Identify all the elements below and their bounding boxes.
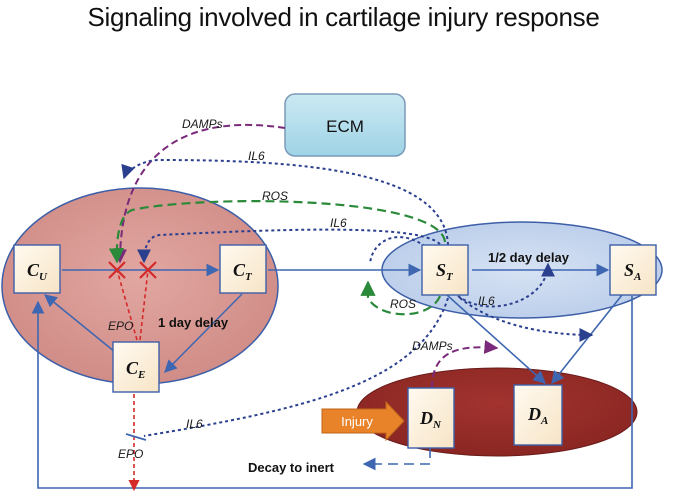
injury-arrow: Injury bbox=[321, 400, 405, 442]
label-il6-mid: IL6 bbox=[330, 216, 347, 230]
node-dn: DN bbox=[407, 387, 455, 449]
epo-inhibit-1b bbox=[108, 261, 126, 279]
arrow-ct-ce bbox=[164, 293, 243, 373]
node-sa: SA bbox=[609, 244, 657, 296]
diagram-title: Signaling involved in cartilage injury r… bbox=[87, 2, 600, 32]
label-one-day-delay: 1 day delay bbox=[158, 315, 229, 330]
il6-loop-st-sa bbox=[457, 262, 555, 308]
damps-ecm-to-cartilage bbox=[113, 123, 286, 264]
arrow-st-da bbox=[446, 294, 546, 384]
svg-text:CT: CT bbox=[233, 260, 253, 283]
svg-text:DN: DN bbox=[419, 408, 442, 431]
label-epo-bottom: EPO bbox=[118, 447, 143, 461]
ros-st-loop bbox=[360, 280, 442, 316]
node-da: DA bbox=[513, 384, 563, 446]
ros-st-to-cartilage bbox=[108, 200, 447, 264]
il6-st-left-curl bbox=[369, 236, 431, 265]
epo-ce-up-left bbox=[116, 269, 138, 341]
ecm-label: ECM bbox=[326, 117, 364, 136]
node-ct: CT bbox=[219, 244, 267, 294]
ecm-box bbox=[284, 93, 406, 157]
injury-label: Injury bbox=[341, 414, 373, 429]
epo-ce-up-right bbox=[139, 269, 149, 341]
il6-st-to-damage bbox=[459, 297, 594, 342]
label-ros-right: ROS bbox=[390, 297, 416, 311]
svg-text:SA: SA bbox=[624, 260, 641, 283]
decay-label: Decay to inert bbox=[248, 460, 335, 475]
label-epo-mid: EPO bbox=[108, 319, 133, 333]
svg-text:ST: ST bbox=[436, 260, 454, 283]
label-damps-top: DAMPs bbox=[182, 117, 223, 131]
il6-st-to-cartilage-mid bbox=[137, 228, 441, 264]
node-cu: CU bbox=[13, 244, 61, 294]
label-il6-top: IL6 bbox=[248, 149, 265, 163]
svg-text:CE: CE bbox=[126, 358, 145, 381]
svg-text:CU: CU bbox=[27, 260, 48, 283]
arrow-sa-cu-loop bbox=[31, 296, 633, 489]
node-ce: CE bbox=[112, 341, 160, 393]
arrow-ce-cu bbox=[44, 294, 116, 353]
label-half-day-delay: 1/2 day delay bbox=[488, 250, 570, 265]
label-ros-top: ROS bbox=[262, 189, 288, 203]
damage-ellipse bbox=[356, 367, 638, 457]
epo-inhibit-2b bbox=[139, 261, 157, 279]
epo-ce-down-tick bbox=[125, 433, 147, 441]
il6-st-to-ecm-top bbox=[121, 158, 449, 246]
label-il6-bottom: IL6 bbox=[186, 417, 203, 431]
node-st: ST bbox=[421, 244, 469, 296]
il6-st-to-ce-bottom bbox=[143, 297, 449, 437]
svg-text:DA: DA bbox=[527, 404, 548, 427]
damps-dn-to-damage bbox=[431, 340, 499, 389]
label-il6-right: IL6 bbox=[478, 294, 495, 308]
label-damps-right: DAMPs bbox=[412, 339, 453, 353]
arrow-decay bbox=[362, 448, 431, 471]
